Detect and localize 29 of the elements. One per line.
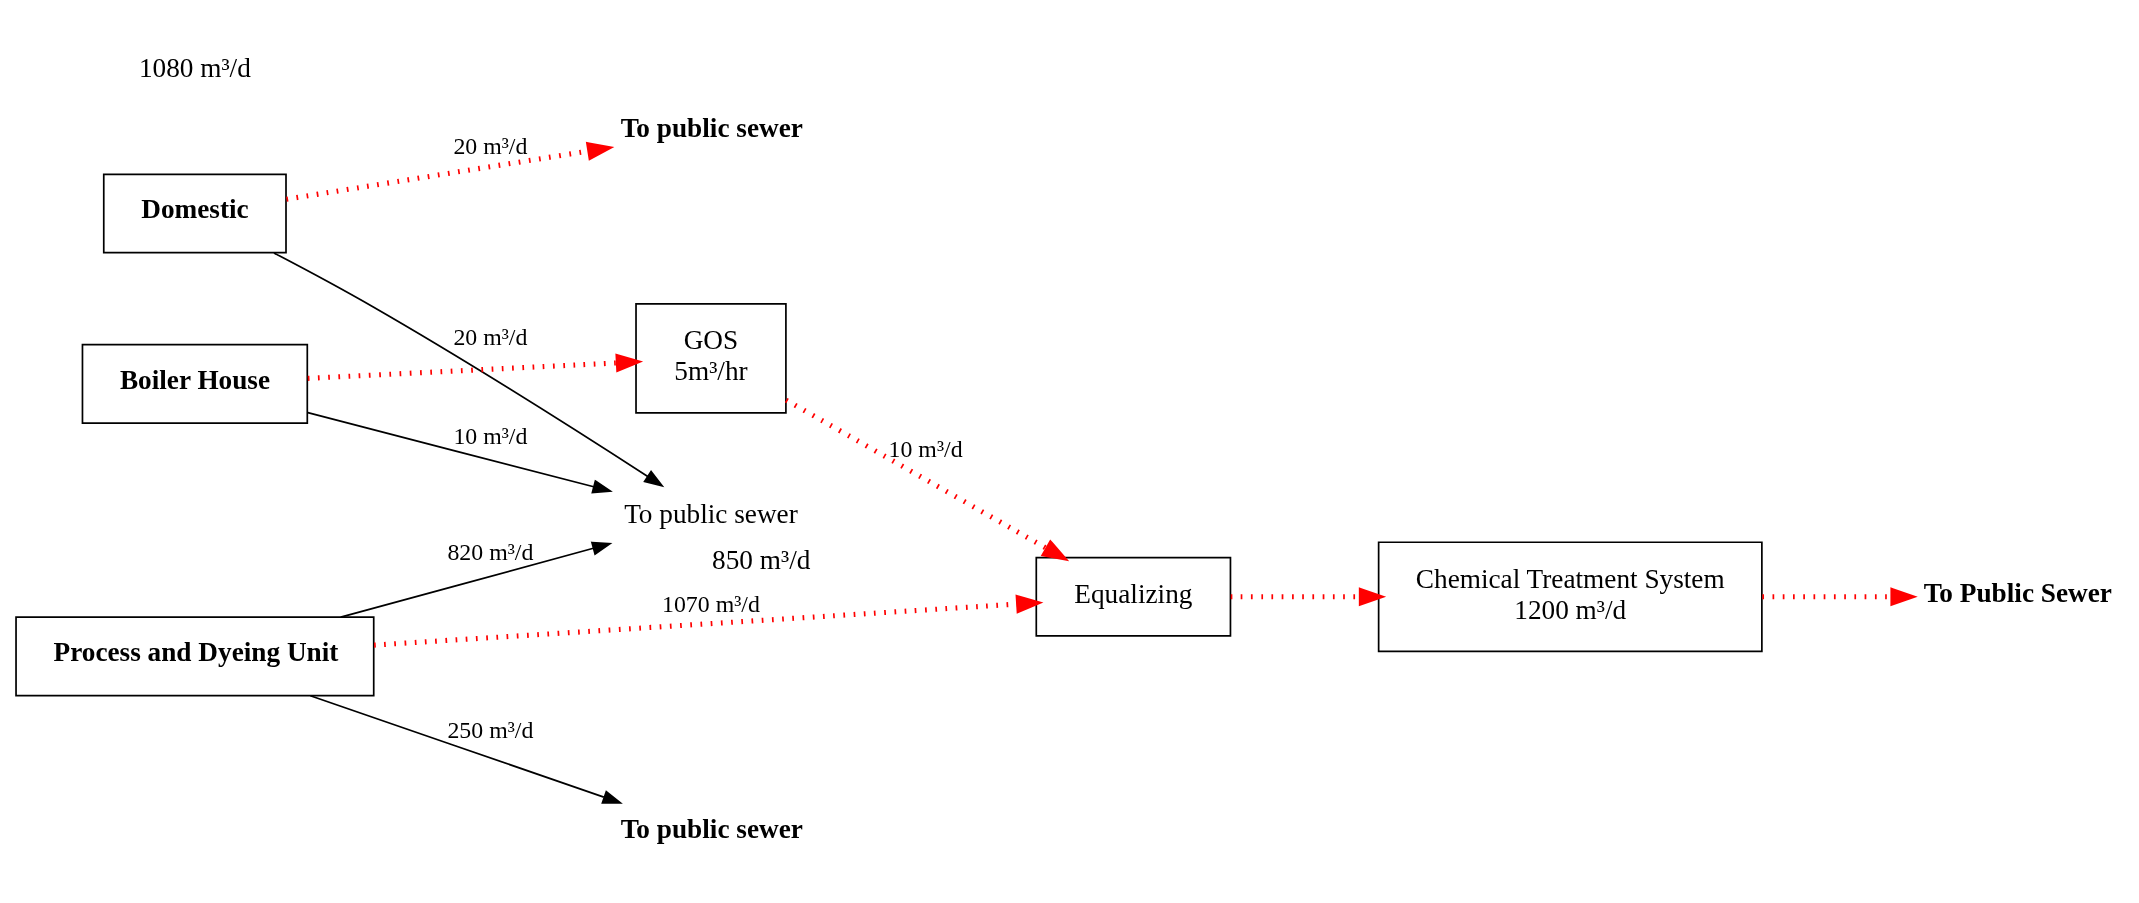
edge-label: 20 m³/d	[453, 323, 528, 350]
edge-label: 20 m³/d	[453, 132, 528, 159]
arrow	[1230, 586, 1387, 606]
arrow	[1762, 586, 1918, 606]
node-box: GOS 5m³/hr	[635, 302, 787, 414]
node-text: To public sewer	[620, 813, 803, 844]
node-box: Equalizing	[1035, 556, 1232, 637]
node-box: Domestic	[102, 173, 287, 254]
arrow	[309, 694, 623, 804]
arrow	[286, 141, 615, 202]
label: 1080 m³/d	[138, 52, 251, 83]
edge-label: 820 m³/d	[447, 538, 534, 565]
arrow	[306, 411, 613, 494]
node-box: Boiler House	[81, 343, 309, 424]
edge-label: 250 m³/d	[447, 716, 534, 743]
arrow	[307, 352, 644, 381]
node-text: To Public Sewer	[1923, 577, 2112, 608]
node-box: Chemical Treatment System 1200 m³/d	[1377, 540, 1763, 652]
node-text: To public sewer	[620, 112, 803, 143]
edge-label: 10 m³/d	[888, 435, 963, 462]
node-text: To public sewer	[624, 498, 798, 529]
edge-label: 10 m³/d	[453, 422, 528, 449]
arrow	[339, 541, 613, 618]
arrow	[784, 397, 1070, 561]
node-label: 850 m³/d	[712, 544, 811, 575]
edge-label: 1070 m³/d	[662, 590, 760, 617]
arrow	[273, 251, 665, 487]
arrow	[373, 594, 1044, 648]
node-box: Process and Dyeing Unit	[15, 615, 375, 696]
